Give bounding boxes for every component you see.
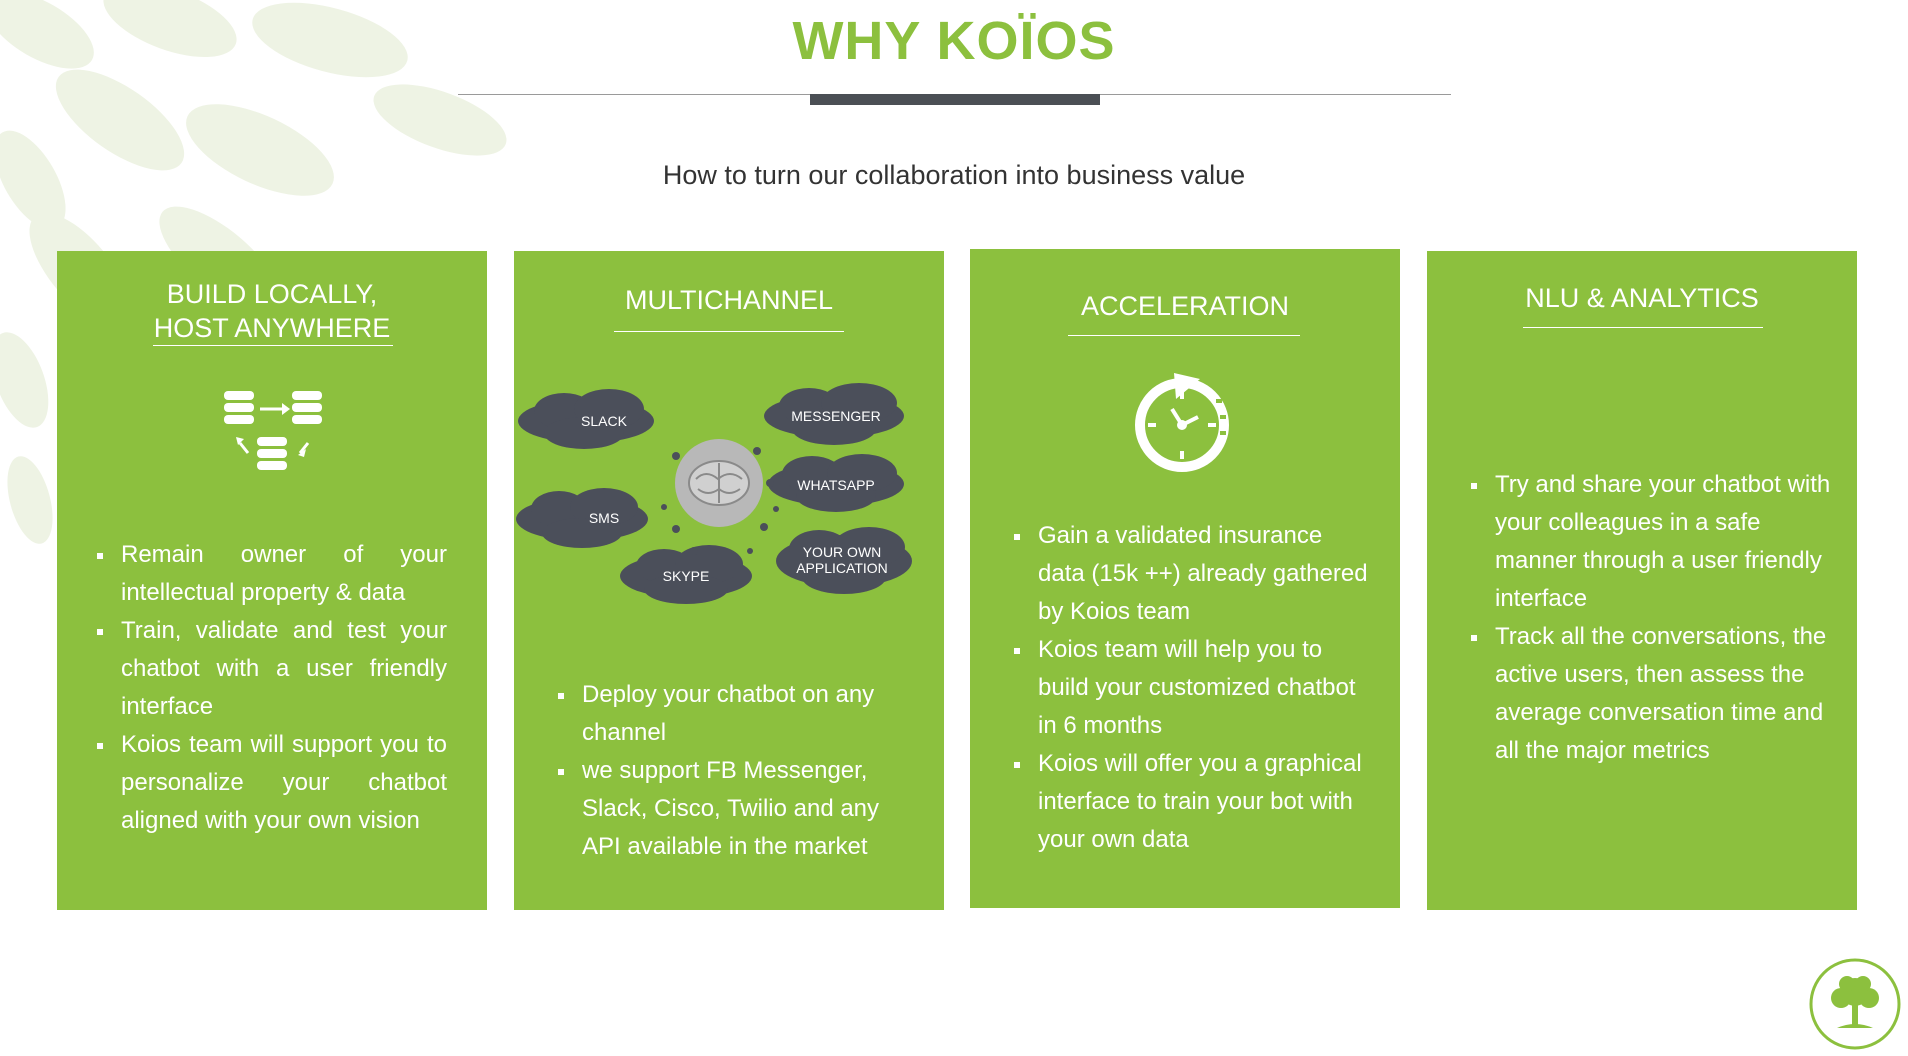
card-title-underline	[614, 331, 844, 332]
card-title-line: BUILD LOCALLY,	[166, 279, 378, 309]
list-item: Gain a validated insurance data (15k ++)…	[1014, 517, 1374, 631]
card-title-underline	[1068, 335, 1300, 336]
list-item: Train, validate and test your chatbot wi…	[97, 612, 447, 726]
list-item: we support FB Messenger, Slack, Cisco, T…	[558, 752, 908, 866]
card-title: NLU & ANALYTICS	[1525, 283, 1759, 313]
channel-label-slack: SLACK	[581, 413, 628, 429]
cloud-sms	[516, 488, 648, 548]
card-build-locally: BUILD LOCALLY, HOST ANYWHERE Remain owne…	[57, 251, 487, 910]
page-title: WHY KOÏOS	[792, 11, 1116, 71]
list-item: Koios team will support you to personali…	[97, 726, 447, 840]
list-item: Koios team will help you to build your c…	[1014, 631, 1374, 745]
card-multichannel: MULTICHANNEL	[514, 251, 944, 910]
leaf-background	[0, 0, 507, 544]
card-title: ACCELERATION	[1080, 291, 1290, 321]
cloud-skype	[620, 545, 752, 604]
channel-label-whatsapp: WHATSAPP	[797, 477, 875, 493]
channel-label-messenger: MESSENGER	[791, 408, 880, 424]
cloud-messenger	[764, 383, 904, 445]
channel-label-sms: SMS	[589, 510, 619, 526]
channel-label-skype: SKYPE	[663, 568, 710, 584]
bullet-list: Remain owner of your intellectual proper…	[97, 536, 447, 840]
bullet-list: Try and share your chatbot with your col…	[1471, 466, 1831, 770]
list-item: Try and share your chatbot with your col…	[1471, 466, 1831, 618]
cloud-own-application	[776, 527, 912, 594]
brain-icon	[688, 460, 750, 506]
list-item: Remain owner of your intellectual proper…	[97, 536, 447, 612]
card-title-line: HOST ANYWHERE	[153, 313, 391, 343]
page-subtitle: How to turn our collaboration into busin…	[662, 160, 1246, 190]
card-title-underline	[153, 345, 393, 346]
card-title: MULTICHANNEL	[624, 285, 834, 315]
card-acceleration: ACCELERATION Gain a validated insurance …	[970, 249, 1400, 908]
channel-label-application: APPLICATION	[796, 560, 888, 576]
card-nlu-analytics: NLU & ANALYTICS Try and share your chatb…	[1427, 251, 1857, 910]
title-divider-accent	[810, 94, 1100, 105]
cloud-whatsapp	[768, 454, 904, 512]
channel-label-your-own: YOUR OWN	[803, 544, 882, 560]
card-title-underline	[1523, 327, 1763, 328]
list-item: Deploy your chatbot on any channel	[558, 676, 908, 752]
bullet-list: Gain a validated insurance data (15k ++)…	[1014, 517, 1374, 859]
tree-logo-icon	[1809, 958, 1901, 1050]
list-item: Koios will offer you a graphical interfa…	[1014, 745, 1374, 859]
clock-refresh-icon	[1135, 373, 1229, 472]
cloud-slack	[518, 389, 654, 449]
list-item: Track all the conversations, the active …	[1471, 618, 1831, 770]
bullet-list: Deploy your chatbot on any channel we su…	[558, 676, 908, 866]
channel-diagram: SLACK MESSENGER WHATSAPP SMS SKYPE YOUR …	[516, 383, 912, 604]
database-sync-icon	[224, 391, 322, 470]
card-title: BUILD LOCALLY, HOST ANYWHERE	[57, 277, 487, 345]
